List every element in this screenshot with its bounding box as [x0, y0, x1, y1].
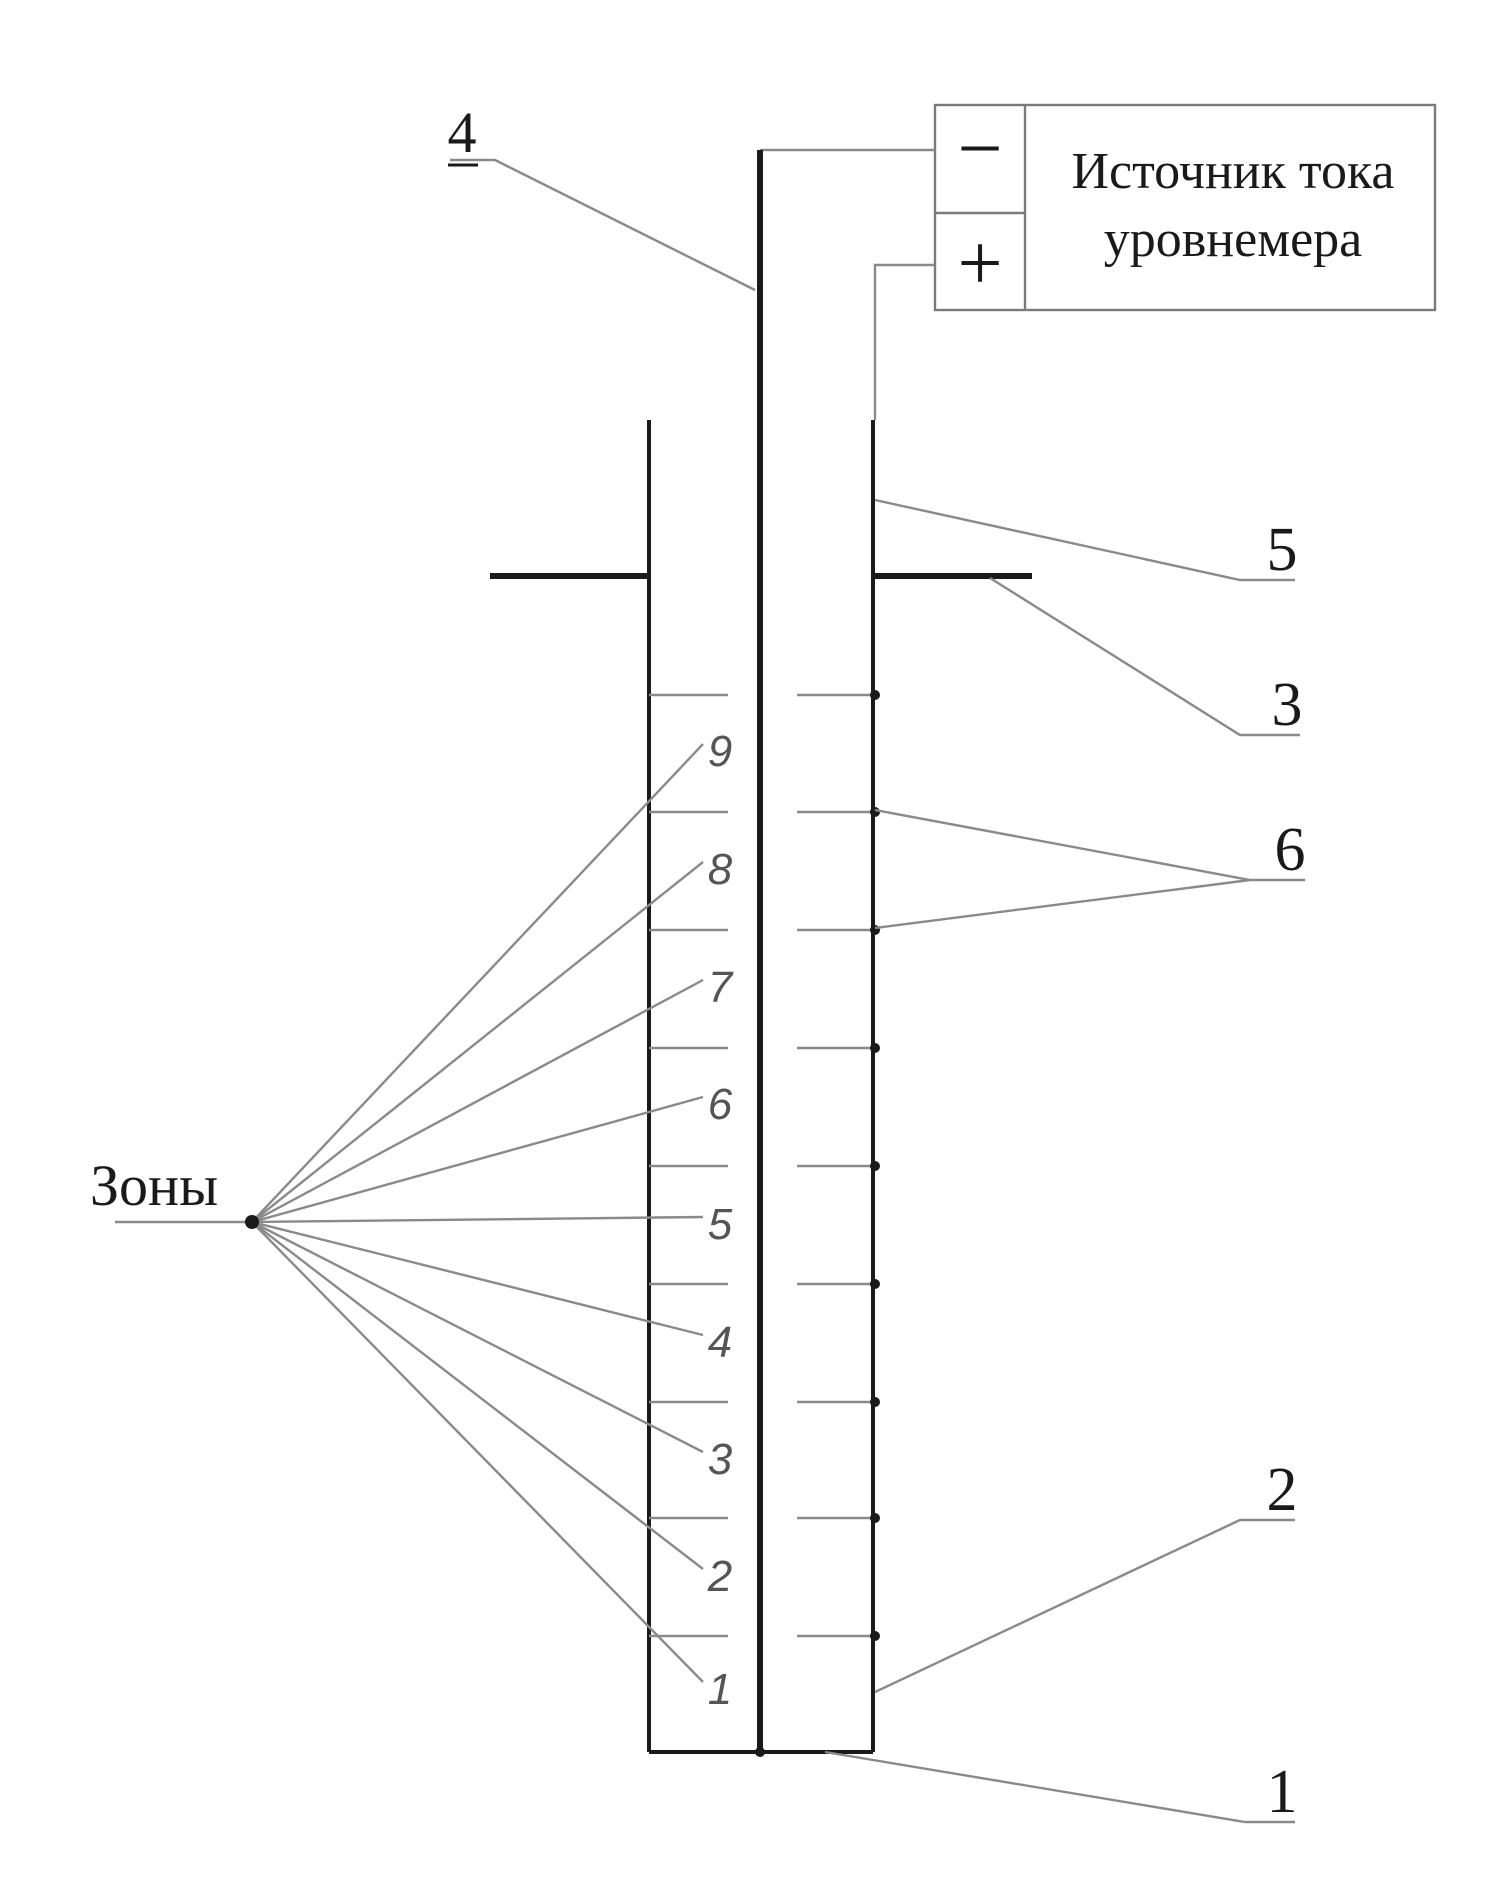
bottom-contact [755, 1747, 765, 1757]
callout-4: 4 [448, 100, 477, 165]
zone-leader-9 [251, 743, 704, 1223]
zone-leader-6 [251, 1095, 704, 1224]
positive-wire [873, 263, 935, 420]
zone-leader-5 [251, 1215, 704, 1224]
source-title-line2: уровнемера [1104, 211, 1363, 268]
contact-point-4 [870, 1043, 880, 1053]
zone-number-labels: 9 8 7 6 5 4 3 2 1 [707, 727, 734, 1714]
callout-2: 2 [1267, 1456, 1298, 1524]
zone-number-4: 4 [708, 1318, 732, 1367]
callout-leader-1 [824, 1750, 1295, 1824]
contact-point-5 [870, 1161, 880, 1171]
contact-point-6 [870, 1279, 880, 1289]
zone-number-3: 3 [708, 1435, 733, 1484]
zone-number-9: 9 [708, 727, 732, 776]
zone-number-8: 8 [708, 845, 733, 894]
zone-number-6: 6 [708, 1080, 733, 1129]
plus-terminal: + [957, 220, 1002, 308]
zone-leader-1 [251, 1221, 704, 1683]
zone-number-5: 5 [708, 1200, 733, 1249]
callout-leader-6b [874, 878, 1251, 930]
contact-point-7 [870, 1397, 880, 1407]
zone-number-2: 2 [707, 1552, 732, 1601]
callout-leader-5 [874, 498, 1295, 582]
zone-leader-4 [251, 1220, 704, 1337]
callout-3: 3 [1272, 671, 1303, 739]
callout-leader-3 [989, 576, 1300, 737]
callout-leader-4 [450, 158, 756, 292]
zone-leader-7 [251, 978, 704, 1224]
zone-number-1: 1 [708, 1665, 732, 1714]
callout-1: 1 [1267, 1758, 1298, 1826]
source-title-line1: Источник тока [1072, 143, 1395, 200]
zones-fan-origin [245, 1215, 259, 1229]
callout-6: 6 [1275, 816, 1306, 884]
callout-leader-2 [874, 1518, 1295, 1694]
minus-terminal: − [957, 105, 1002, 193]
callout-5: 5 [1267, 516, 1298, 584]
zone-leader-2 [251, 1221, 704, 1570]
contact-point-2 [870, 807, 880, 817]
current-source-box: − + Источник тока уровнемера [933, 103, 1437, 312]
contact-point-8 [870, 1513, 880, 1523]
zone-number-7: 7 [708, 963, 734, 1012]
zone-dividers [649, 690, 880, 1641]
zone-leader-3 [251, 1220, 704, 1454]
zones-label: Зоны [90, 1153, 218, 1218]
zone-leader-8 [251, 861, 704, 1223]
contact-point-9 [870, 1631, 880, 1641]
zone-leaders [251, 743, 704, 1683]
contact-point-1 [870, 690, 880, 700]
callout-leader-6a [874, 808, 1305, 882]
